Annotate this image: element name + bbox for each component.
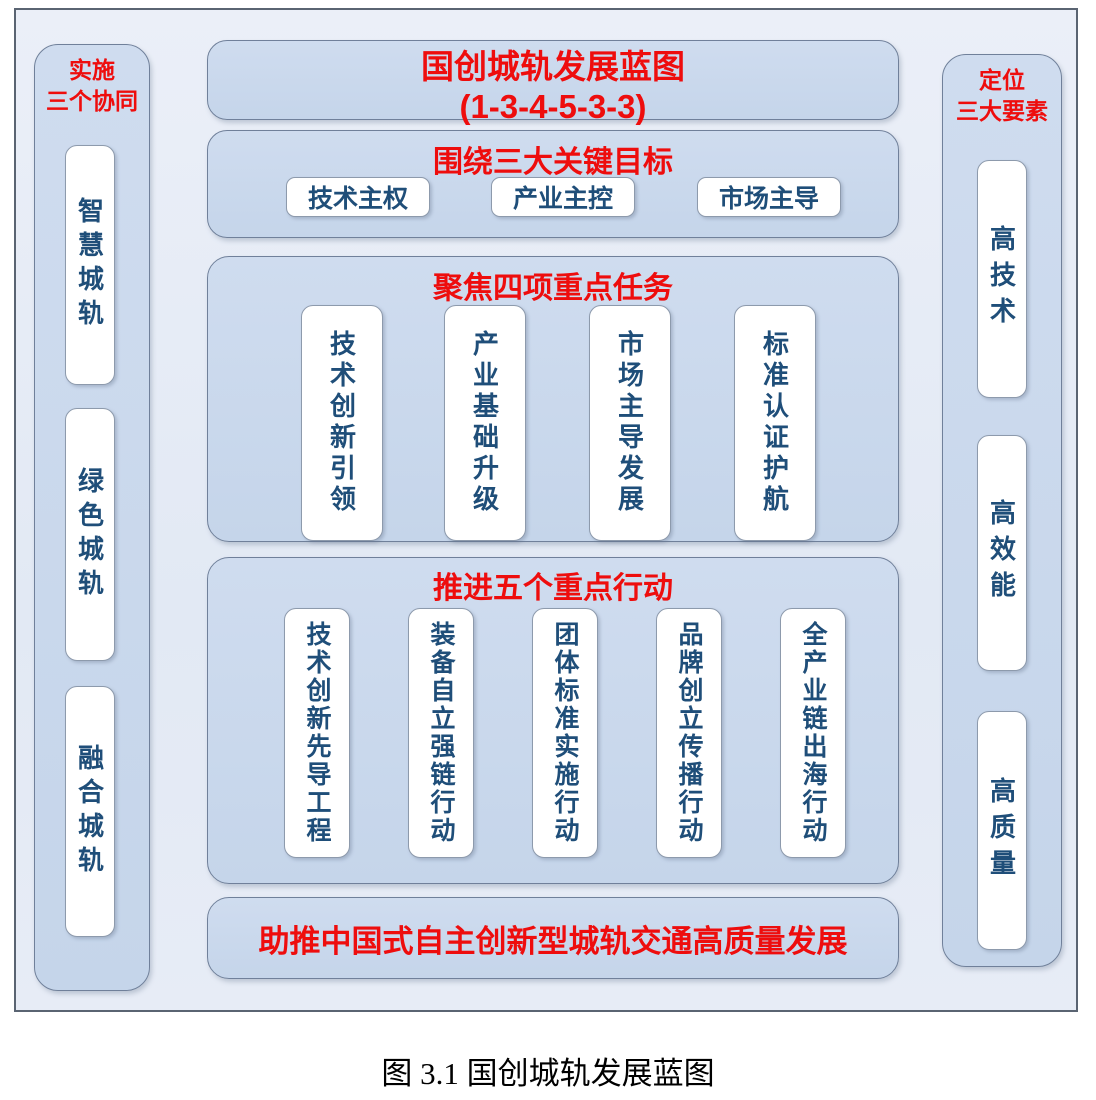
goal-market-leadership: 市场主导: [697, 177, 841, 217]
task-tech-innovation-label: 技术创新引领: [326, 330, 357, 516]
right-sidebar-title-line1: 定位: [979, 67, 1025, 93]
bottom-banner: 助推中国式自主创新型城轨交通高质量发展: [207, 897, 899, 979]
task-industry-base-label: 产业基础升级: [469, 330, 500, 516]
goal-industry-control: 产业主控: [491, 177, 635, 217]
actions-section-title: 推进五个重点行动: [433, 572, 673, 605]
action-industry-overseas-label: 全产业链出海行动: [799, 621, 827, 845]
bottom-banner-text: 助推中国式自主创新型城轨交通高质量发展: [258, 923, 848, 959]
action-tech-pioneer: 技术创新先导工程: [284, 608, 350, 858]
tasks-section: 聚焦四项重点任务 技术创新引领 产业基础升级 市场主导发展 标准认证护航: [207, 256, 899, 542]
right-sidebar-title-line2: 三大要素: [956, 98, 1048, 125]
main-title-line2: (1-3-4-5-3-3): [459, 88, 647, 126]
action-group-standards-label: 团体标准实施行动: [551, 621, 579, 845]
action-equipment-chain: 装备自立强链行动: [408, 608, 474, 858]
right-item-high-efficiency-label: 高效能: [986, 499, 1017, 607]
action-industry-overseas: 全产业链出海行动: [780, 608, 846, 858]
left-item-integrated-rail: 融合城轨: [65, 686, 115, 937]
figure-caption: 图 3.1 国创城轨发展蓝图: [381, 1056, 715, 1091]
left-item-green-rail: 绿色城轨: [65, 408, 115, 661]
action-tech-pioneer-label: 技术创新先导工程: [303, 621, 331, 845]
left-item-smart-rail: 智慧城轨: [65, 145, 115, 385]
action-equipment-chain-label: 装备自立强链行动: [427, 621, 455, 845]
left-item-green-rail-label: 绿色城轨: [74, 466, 105, 603]
task-market-led: 市场主导发展: [589, 305, 671, 541]
goal-industry-control-label: 产业主控: [512, 185, 613, 213]
task-tech-innovation: 技术创新引领: [301, 305, 383, 541]
actions-section: 推进五个重点行动 技术创新先导工程 装备自立强链行动 团体标准实施行动 品牌创立…: [207, 557, 899, 884]
goals-section: 围绕三大关键目标 技术主权 产业主控 市场主导: [207, 130, 899, 238]
right-item-high-efficiency: 高效能: [977, 435, 1027, 671]
diagram-frame: 实施 三个协同 智慧城轨 绿色城轨 融合城轨 定位 三大要素 高技术 高效能 高…: [14, 8, 1078, 1012]
right-item-high-tech-label: 高技术: [986, 225, 1017, 333]
task-industry-base: 产业基础升级: [444, 305, 526, 541]
action-brand-building: 品牌创立传播行动: [656, 608, 722, 858]
goal-tech-sovereignty: 技术主权: [286, 177, 430, 217]
right-item-high-quality-label: 高质量: [986, 776, 1017, 885]
main-title-box: 国创城轨发展蓝图 (1-3-4-5-3-3): [207, 40, 899, 125]
left-sidebar-panel: 实施 三个协同 智慧城轨 绿色城轨 融合城轨: [34, 44, 150, 991]
task-standards-certification-label: 标准认证护航: [759, 330, 790, 516]
goal-tech-sovereignty-label: 技术主权: [307, 185, 408, 213]
task-market-led-label: 市场主导发展: [614, 330, 645, 516]
left-sidebar-title: 实施 三个协同: [35, 55, 149, 117]
main-title: 国创城轨发展蓝图 (1-3-4-5-3-3): [208, 47, 898, 128]
tasks-section-title: 聚焦四项重点任务: [433, 272, 673, 305]
goals-section-title: 围绕三大关键目标: [433, 146, 673, 179]
right-item-high-quality: 高质量: [977, 711, 1027, 950]
left-sidebar-title-line2: 三个协同: [46, 88, 138, 115]
action-group-standards: 团体标准实施行动: [532, 608, 598, 858]
goal-market-leadership-label: 市场主导: [718, 185, 819, 213]
action-brand-building-label: 品牌创立传播行动: [675, 621, 703, 845]
main-title-line1: 国创城轨发展蓝图: [421, 48, 685, 85]
left-sidebar-title-line1: 实施: [69, 57, 115, 83]
left-item-integrated-rail-label: 融合城轨: [74, 743, 105, 880]
right-item-high-tech: 高技术: [977, 160, 1027, 398]
left-item-smart-rail-label: 智慧城轨: [74, 197, 105, 333]
right-sidebar-title: 定位 三大要素: [943, 65, 1061, 127]
right-sidebar-panel: 定位 三大要素 高技术 高效能 高质量: [942, 54, 1062, 967]
task-standards-certification: 标准认证护航: [734, 305, 816, 541]
